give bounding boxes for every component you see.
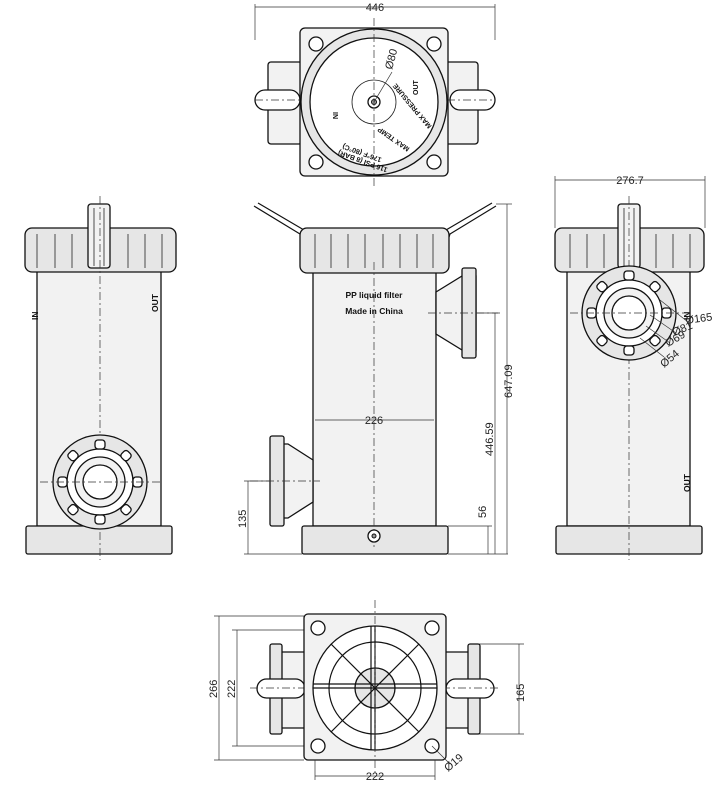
- base-hole: [310, 738, 326, 754]
- left-out-mark: OUT: [150, 293, 160, 312]
- right-cap-ribs: [569, 234, 691, 268]
- right-flange-bolts: [586, 270, 672, 356]
- bottom-left-handle: [256, 678, 306, 699]
- base-hole: [424, 620, 440, 636]
- mount-hole: [308, 154, 324, 170]
- left-cap-ribs: [36, 234, 163, 268]
- top-right-handle: [449, 89, 496, 111]
- body-label-line2: Made in China: [345, 306, 403, 316]
- dim-266-label: 266: [208, 680, 220, 698]
- top-view: 446 Ø80 IN OUT 116 PSI (8 BAR) 176°F (80…: [254, 2, 496, 186]
- base-hole: [310, 620, 326, 636]
- right-in-mark: IN: [682, 312, 692, 321]
- center-body: [312, 269, 437, 527]
- dim-135-label: 135: [237, 510, 249, 528]
- left-flange-bolts: [57, 439, 143, 525]
- dim-56-label: 56: [477, 506, 489, 518]
- dim-leader-80: [373, 71, 393, 103]
- center-view: PP liquid filter Made in China 226 135 5…: [237, 202, 515, 555]
- dim-222-left-label: 222: [226, 680, 238, 698]
- cap-out-text: OUT: [413, 80, 420, 96]
- left-base: [25, 525, 173, 555]
- bottom-right-handle: [445, 678, 495, 699]
- dim-226-label: 226: [365, 415, 383, 427]
- dim-64709-label: 647.09: [503, 364, 515, 398]
- dim-165-bottom-label: 165: [515, 684, 527, 702]
- drain-plug-core: [371, 533, 377, 539]
- center-cap-ribs: [314, 234, 434, 268]
- left-in-mark: IN: [30, 312, 40, 321]
- mount-hole: [426, 154, 442, 170]
- right-view: 276.7 IN OUT: [554, 175, 713, 560]
- dim-80-label: Ø80: [383, 48, 400, 71]
- mount-hole: [308, 36, 324, 52]
- left-handle: [87, 203, 111, 269]
- bottom-view: 266 222 165: [208, 600, 527, 783]
- body-label-line1: PP liquid filter: [346, 290, 404, 300]
- dim-446-label: 446: [366, 2, 384, 14]
- dim-44659-label: 446.59: [484, 422, 496, 456]
- dim-222-bottom-label: 222: [366, 771, 384, 783]
- center-cap: [299, 227, 450, 274]
- dim-165-label: Ø165: [685, 311, 713, 327]
- mount-hole: [426, 36, 442, 52]
- left-view: IN OUT: [24, 196, 177, 560]
- dim-2767-label: 276.7: [616, 175, 644, 187]
- right-out-mark: OUT: [682, 473, 692, 492]
- cap-in-text: IN: [331, 112, 338, 119]
- cap-center-ring: [351, 79, 397, 125]
